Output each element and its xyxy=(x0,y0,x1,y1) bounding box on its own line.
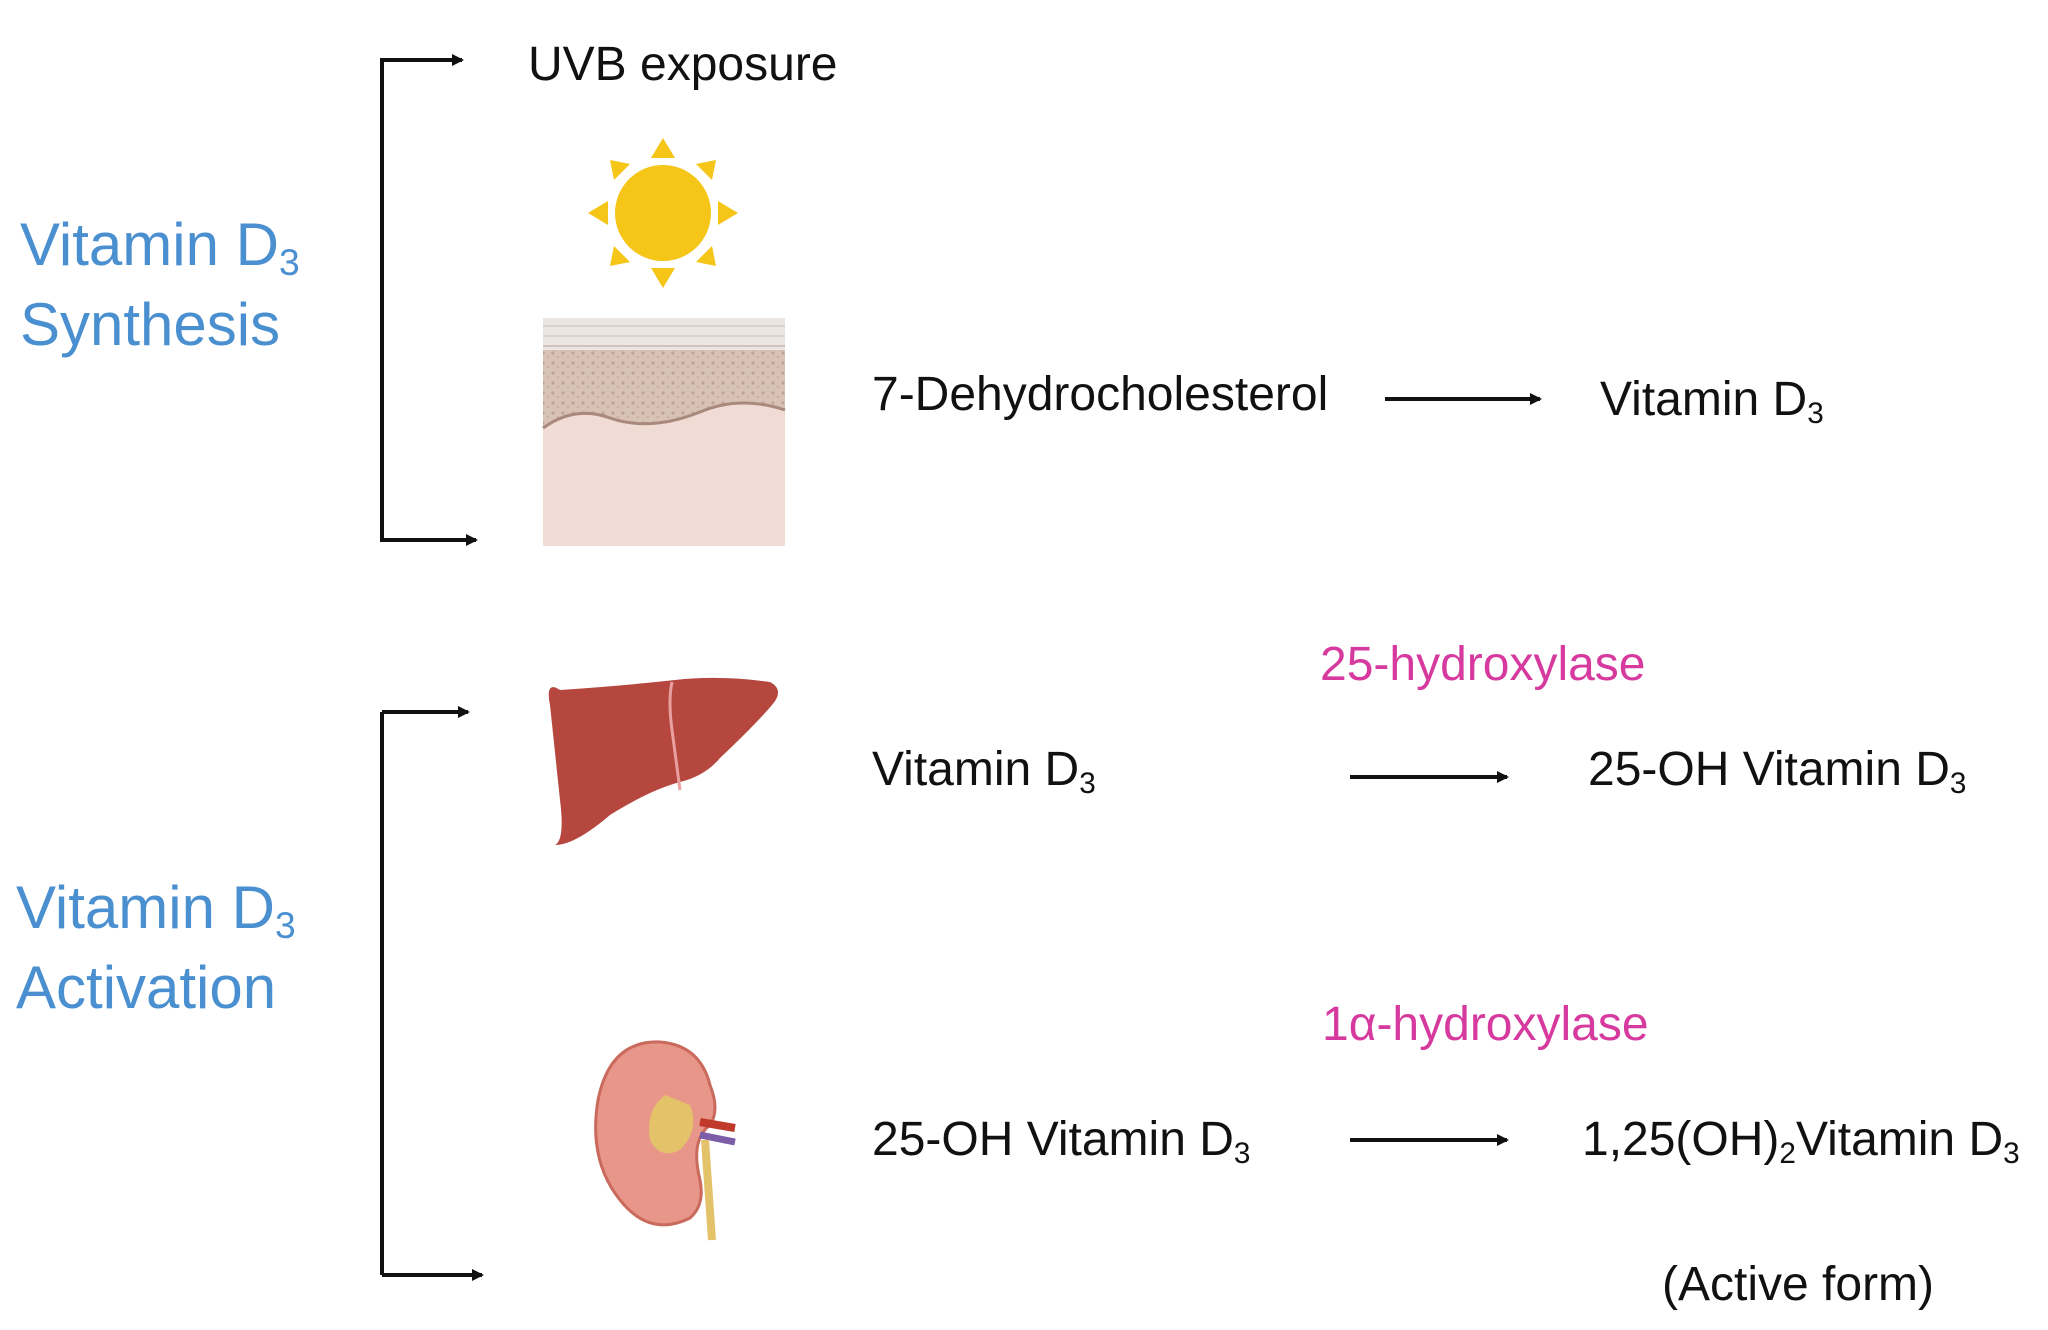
kidney-product: 1,25(OH)2Vitamin D3 xyxy=(1582,1113,2020,1170)
section-title-synthesis: Vitamin D3 xyxy=(20,211,300,283)
section-title-activation-line2: Activation xyxy=(16,954,276,1021)
uvb-label: UVB exposure xyxy=(528,38,838,91)
kidney-substrate: 25-OH Vitamin D3 xyxy=(872,1113,1250,1170)
kidney-enzyme: 1α-hydroxylase xyxy=(1322,998,1649,1051)
liver-enzyme: 25-hydroxylase xyxy=(1320,638,1646,691)
liver-product: 25-OH Vitamin D3 xyxy=(1588,743,1966,800)
synthesis-bracket xyxy=(380,54,478,546)
liver-icon xyxy=(548,677,779,845)
skin-icon xyxy=(542,318,786,546)
synthesis-substrate: 7-Dehydrocholesterol xyxy=(872,368,1328,421)
section-title-synthesis-line2: Synthesis xyxy=(20,291,280,358)
sun-icon xyxy=(588,138,738,288)
active-form-note: (Active form) xyxy=(1662,1258,1934,1311)
synthesis-product: Vitamin D3 xyxy=(1600,373,1824,430)
activation-bracket xyxy=(380,706,484,1281)
liver-substrate: Vitamin D3 xyxy=(872,743,1096,800)
section-title-activation: Vitamin D3 xyxy=(16,874,296,946)
kidney-icon xyxy=(594,1040,736,1241)
